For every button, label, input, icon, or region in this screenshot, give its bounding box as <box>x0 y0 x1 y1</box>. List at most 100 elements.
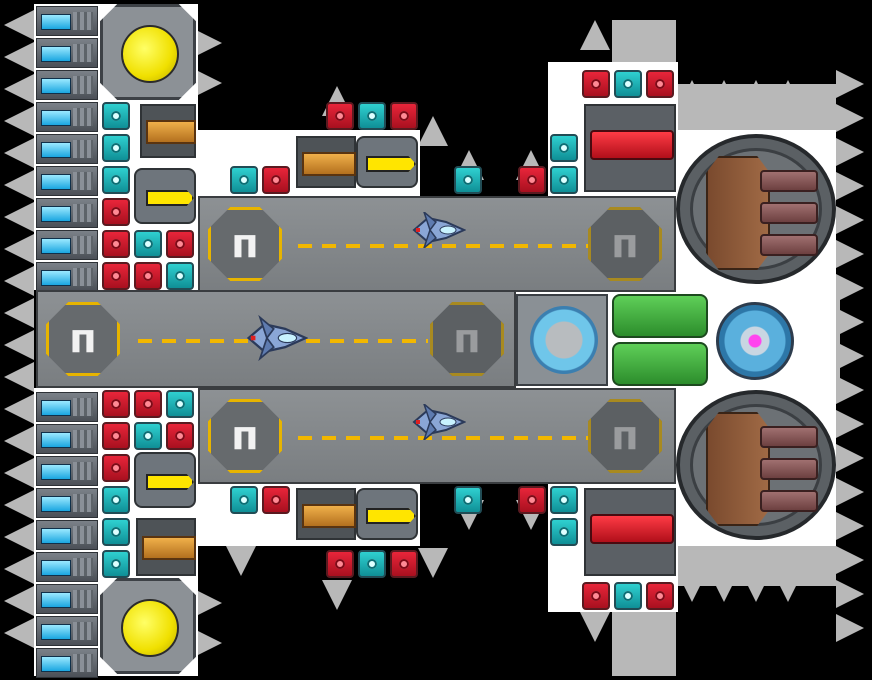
armor-spike <box>4 74 34 104</box>
red-module-icon[interactable] <box>326 550 354 578</box>
cyan-module-icon[interactable] <box>454 166 482 194</box>
cannon-icon[interactable] <box>296 136 356 188</box>
missile-launcher-icon[interactable] <box>356 136 418 188</box>
thruster-icon[interactable] <box>36 230 98 260</box>
cyan-module-icon[interactable] <box>102 550 130 578</box>
red-module-icon[interactable] <box>262 166 290 194</box>
turret-icon[interactable] <box>676 134 836 284</box>
thruster-icon[interactable] <box>36 6 98 36</box>
red-module-icon[interactable] <box>390 102 418 130</box>
thruster-icon[interactable] <box>36 424 98 454</box>
launch-pad-icon[interactable]: ᴨ <box>588 207 662 281</box>
red-module-icon[interactable] <box>262 486 290 514</box>
cyan-module-icon[interactable] <box>230 166 258 194</box>
missile-launcher-icon[interactable] <box>134 452 196 508</box>
cyan-module-icon[interactable] <box>614 582 642 610</box>
red-module-icon[interactable] <box>166 230 194 258</box>
thruster-icon[interactable] <box>36 166 98 196</box>
fighter-icon[interactable] <box>244 306 308 370</box>
fuel-tank-icon[interactable] <box>612 342 708 386</box>
cyan-module-icon[interactable] <box>230 486 258 514</box>
cyan-module-icon[interactable] <box>102 518 130 546</box>
fuel-tank-icon[interactable] <box>612 294 708 338</box>
thruster-icon[interactable] <box>36 392 98 422</box>
thruster-icon[interactable] <box>36 616 98 646</box>
armor-spike <box>836 546 864 574</box>
cyan-module-icon[interactable] <box>102 102 130 130</box>
fighter-icon[interactable] <box>410 212 466 248</box>
cyan-module-icon[interactable] <box>358 102 386 130</box>
cyan-module-icon[interactable] <box>102 166 130 194</box>
thruster-icon[interactable] <box>36 488 98 518</box>
thruster-icon[interactable] <box>36 134 98 164</box>
thruster-icon[interactable] <box>36 584 98 614</box>
red-module-icon[interactable] <box>134 262 162 290</box>
thruster-icon[interactable] <box>36 70 98 100</box>
red-module-icon[interactable] <box>102 230 130 258</box>
cyan-module-icon[interactable] <box>358 550 386 578</box>
thruster-icon[interactable] <box>36 552 98 582</box>
red-module-icon[interactable] <box>646 70 674 98</box>
cyan-module-icon[interactable] <box>166 262 194 290</box>
thruster-icon[interactable] <box>36 648 98 678</box>
cyan-module-icon[interactable] <box>550 166 578 194</box>
missile-launcher-icon[interactable] <box>134 168 196 224</box>
red-module-icon[interactable] <box>582 582 610 610</box>
cannon-icon[interactable] <box>136 518 196 576</box>
laser-cannon-icon[interactable] <box>584 104 676 192</box>
armor-spike <box>196 30 222 56</box>
cockpit-module[interactable] <box>516 294 608 386</box>
cyan-module-icon[interactable] <box>454 486 482 514</box>
armor-spike <box>836 206 864 234</box>
launch-pad-icon[interactable]: ᴨ <box>208 207 282 281</box>
cyan-module-icon[interactable] <box>134 422 162 450</box>
red-module-icon[interactable] <box>102 422 130 450</box>
cyan-module-icon[interactable] <box>102 486 130 514</box>
cyan-module-icon[interactable] <box>550 486 578 514</box>
armor-spike <box>836 70 864 98</box>
cyan-module-icon[interactable] <box>134 230 162 258</box>
cyan-module-icon[interactable] <box>166 390 194 418</box>
thruster-icon[interactable] <box>36 198 98 228</box>
red-module-icon[interactable] <box>326 102 354 130</box>
turret-icon[interactable] <box>676 390 836 540</box>
armor-plate <box>676 546 836 586</box>
red-module-icon[interactable] <box>646 582 674 610</box>
thruster-icon[interactable] <box>36 262 98 292</box>
armor-spike <box>4 490 34 520</box>
red-module-icon[interactable] <box>134 390 162 418</box>
red-module-icon[interactable] <box>518 166 546 194</box>
cyan-module-icon[interactable] <box>550 134 578 162</box>
armor-spike <box>4 170 34 200</box>
thruster-icon[interactable] <box>36 102 98 132</box>
cannon-icon[interactable] <box>140 104 196 158</box>
red-module-icon[interactable] <box>102 262 130 290</box>
armor-spike <box>836 104 864 132</box>
red-module-icon[interactable] <box>102 390 130 418</box>
red-module-icon[interactable] <box>166 422 194 450</box>
thruster-icon[interactable] <box>36 38 98 68</box>
thruster-icon[interactable] <box>36 456 98 486</box>
launch-pad-icon[interactable]: ᴨ <box>208 399 282 473</box>
cyan-module-icon[interactable] <box>102 134 130 162</box>
cyan-module-icon[interactable] <box>614 70 642 98</box>
laser-cannon-icon[interactable] <box>584 488 676 576</box>
armor-spike <box>4 330 34 360</box>
red-module-icon[interactable] <box>582 70 610 98</box>
red-module-icon[interactable] <box>102 454 130 482</box>
red-module-icon[interactable] <box>102 198 130 226</box>
launch-pad-icon[interactable]: ᴨ <box>46 302 120 376</box>
thruster-icon[interactable] <box>36 520 98 550</box>
runway-centerline <box>298 244 588 248</box>
red-module-icon[interactable] <box>518 486 546 514</box>
armor-spike <box>196 70 222 96</box>
launch-pad-icon[interactable]: ᴨ <box>430 302 504 376</box>
armor-spike <box>580 20 610 50</box>
shield-generator-icon[interactable] <box>716 302 794 380</box>
fighter-icon[interactable] <box>410 404 466 440</box>
cannon-icon[interactable] <box>296 488 356 540</box>
launch-pad-icon[interactable]: ᴨ <box>588 399 662 473</box>
cyan-module-icon[interactable] <box>550 518 578 546</box>
missile-launcher-icon[interactable] <box>356 488 418 540</box>
red-module-icon[interactable] <box>390 550 418 578</box>
